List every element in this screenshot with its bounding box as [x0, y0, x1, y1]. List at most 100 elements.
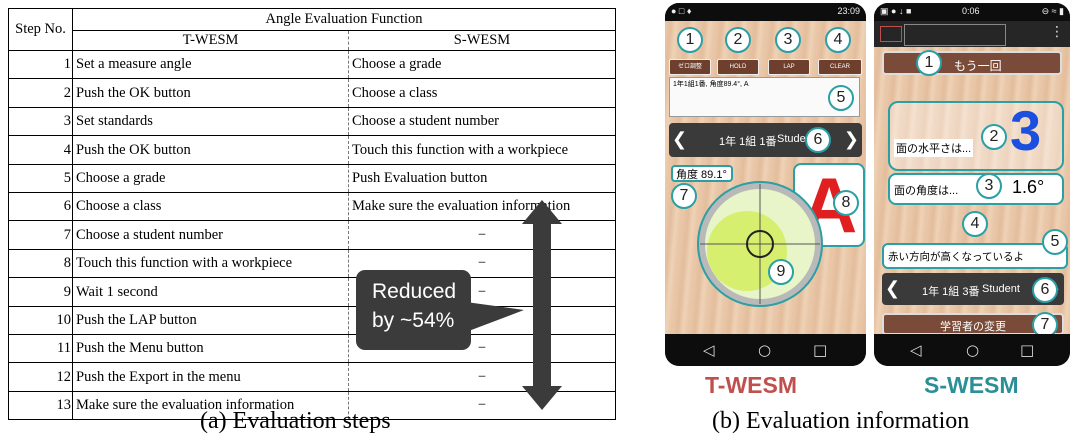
s-marker-3: 3	[976, 173, 1002, 199]
t-status-time: 23:09	[837, 6, 860, 16]
s-status-icons: ▣ ● ↓ ■	[880, 6, 912, 16]
double-arrow-icon	[522, 200, 562, 410]
t-marker-4: 4	[825, 27, 851, 53]
retry-label: もう一回	[954, 59, 1002, 73]
t-prev-student-icon[interactable]: ❮	[672, 129, 688, 150]
step-number-cell: 3	[8, 106, 73, 137]
t-marker-9: 9	[768, 259, 794, 285]
callout-line2: by ~54%	[372, 309, 455, 332]
callout-line1: Reduced	[372, 280, 457, 303]
s-level-value: 3	[1010, 99, 1042, 162]
s-wesm-step-cell: Push Evaluation button	[348, 163, 616, 193]
t-student-selector[interactable]: ❮ 1年 1組 1番 Student ❯	[669, 123, 862, 157]
t-wesm-phone: ● □ ♦ 23:09 ゼロ調整 HOLD LAP CLEAR 1年1組1番, …	[665, 3, 866, 366]
header-angle-evaluation: Angle Evaluation Function	[72, 8, 616, 31]
step-number-cell: 8	[8, 248, 73, 279]
s-app-icon	[880, 26, 902, 42]
s-marker-5: 5	[1042, 229, 1068, 255]
t-marker-7: 7	[671, 183, 697, 209]
s-status-right-icons: ⊖ ≈ ▮	[1041, 6, 1064, 16]
lap-button[interactable]: LAP	[768, 59, 810, 75]
clear-button[interactable]: CLEAR	[818, 59, 862, 75]
change-learner-label: 学習者の変更	[940, 321, 1006, 333]
t-marker-1: 1	[677, 27, 703, 53]
t-marker-3: 3	[775, 27, 801, 53]
step-number-cell: 13	[8, 390, 73, 421]
s-student-en: Student	[982, 283, 1020, 295]
s-wesm-step-cell: Touch this function with a workpiece	[348, 135, 616, 165]
s-wesm-step-cell: Choose a grade	[348, 49, 616, 80]
s-status-bar: ▣ ● ↓ ■ 0:06 ⊖ ≈ ▮	[874, 3, 1070, 21]
s-wesm-step-cell: Choose a student number	[348, 106, 616, 137]
header-t-wesm: T-WESM	[72, 30, 349, 51]
s-more-icon[interactable]: ⋮	[1050, 24, 1064, 40]
s-marker-4: 4	[962, 211, 988, 237]
step-number-cell: 4	[8, 135, 73, 165]
s-level-text: 面の水平さは...	[894, 139, 974, 157]
s-wesm-step-cell: Choose a class	[348, 78, 616, 108]
t-recents-icon[interactable]: □	[813, 341, 828, 359]
retry-button[interactable]: もう一回	[882, 51, 1062, 75]
s-hint-panel: 赤い方向が高くなっているよ	[882, 243, 1068, 269]
step-number-cell: 10	[8, 305, 73, 335]
t-wesm-step-cell: Set a measure angle	[72, 49, 349, 80]
t-wesm-step-cell: Choose a class	[72, 191, 349, 222]
s-marker-2: 2	[981, 124, 1007, 150]
hold-button[interactable]: HOLD	[717, 59, 759, 75]
t-wesm-step-cell: Set standards	[72, 106, 349, 137]
s-wesm-label: S-WESM	[924, 372, 1019, 398]
s-marker-6: 6	[1032, 277, 1058, 303]
t-wesm-step-cell: Choose a student number	[72, 220, 349, 250]
t-nav-bar: ◁ ○ □	[665, 334, 866, 366]
t-student-name: 1年 1組 1番	[719, 136, 777, 148]
header-s-wesm: S-WESM	[348, 30, 616, 51]
s-wesm-step-cell: −	[348, 362, 616, 392]
s-level-panel: 面の水平さは... 3	[888, 99, 1064, 171]
step-number-cell: 2	[8, 78, 73, 108]
s-wesm-phone: ▣ ● ↓ ■ 0:06 ⊖ ≈ ▮ ⋮ もう一回 面の水平さは... 3 面の…	[874, 3, 1070, 366]
s-nav-bar: ◁ ○ □	[874, 334, 1070, 366]
step-number-cell: 1	[8, 49, 73, 80]
evaluation-steps-table: Step No. Angle Evaluation Function T-WES…	[8, 8, 616, 421]
level-gauge	[697, 181, 823, 307]
t-home-icon[interactable]: ○	[758, 341, 772, 359]
t-back-icon[interactable]: ◁	[703, 341, 715, 359]
step-number-cell: 11	[8, 333, 73, 364]
t-wesm-step-cell: Push the LAP button	[72, 305, 349, 335]
s-back-icon[interactable]: ◁	[910, 341, 922, 359]
s-title-box	[904, 24, 1006, 46]
t-wesm-step-cell: Push the Export in the menu	[72, 362, 349, 392]
t-wesm-step-cell: Push the OK button	[72, 135, 349, 165]
s-prev-student-icon[interactable]: ❮	[885, 278, 901, 299]
reduction-callout: Reduced by ~54%	[356, 270, 471, 350]
t-marker-2: 2	[725, 27, 751, 53]
zero-adjust-button[interactable]: ゼロ調整	[669, 59, 711, 75]
t-wesm-step-cell: Touch this function with a workpiece	[72, 248, 349, 279]
step-number-cell: 7	[8, 220, 73, 250]
step-number-cell: 12	[8, 362, 73, 392]
step-number-cell: 5	[8, 163, 73, 193]
t-wesm-step-cell: Wait 1 second	[72, 277, 349, 307]
s-marker-7: 7	[1032, 312, 1058, 338]
t-wesm-step-cell: Choose a grade	[72, 163, 349, 193]
step-number-cell: 6	[8, 191, 73, 222]
s-student-name: 1年 1組 3番	[922, 286, 980, 298]
t-wesm-step-cell: Push the Menu button	[72, 333, 349, 364]
t-wesm-label: T-WESM	[705, 372, 797, 398]
s-recents-icon[interactable]: □	[1020, 341, 1035, 359]
t-marker-5: 5	[828, 85, 854, 111]
caption-a: (a) Evaluation steps	[200, 408, 391, 434]
s-hint-text: 赤い方向が高くなっているよ	[888, 251, 1024, 263]
t-marker-8: 8	[833, 190, 859, 216]
s-home-icon[interactable]: ○	[966, 341, 980, 359]
t-marker-6: 6	[805, 127, 831, 153]
s-status-time: 0:06	[962, 6, 980, 16]
t-next-student-icon[interactable]: ❯	[843, 129, 859, 150]
s-wesm-step-cell: Make sure the evaluation information	[348, 191, 616, 222]
